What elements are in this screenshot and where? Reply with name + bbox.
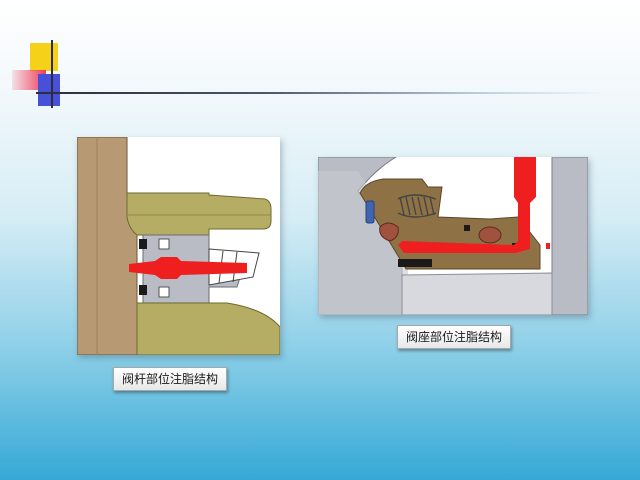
- seat-grease-diagram: [318, 157, 588, 315]
- decor-horizontal-rule: [36, 92, 606, 94]
- decor-red-square: [12, 70, 46, 90]
- seat-spring: [397, 194, 437, 218]
- decor-yellow-square: [30, 43, 58, 71]
- body-right: [551, 157, 588, 315]
- o-ring-left: [379, 222, 399, 242]
- o-ring-right: [478, 226, 502, 244]
- stem-diagram-panel: [77, 137, 280, 355]
- grease-channel: [398, 157, 536, 253]
- decor-vertical-line: [51, 40, 53, 108]
- bonnet-body: [136, 302, 280, 355]
- packing-ring-top: [139, 239, 147, 249]
- seat-diagram-panel: [318, 157, 588, 315]
- gland-block: [126, 192, 272, 236]
- stem-caption: 阀杆部位注脂结构: [113, 367, 228, 391]
- decor-blue-square: [38, 74, 60, 106]
- stem-grease-diagram: [77, 137, 280, 355]
- grease-channel: [129, 257, 247, 279]
- seal-chip-1: [464, 225, 470, 231]
- blue-seal: [365, 200, 375, 224]
- packing-ring-bottom: [139, 285, 147, 295]
- seat-caption: 阀座部位注脂结构: [397, 325, 512, 349]
- flat-seal: [398, 259, 432, 267]
